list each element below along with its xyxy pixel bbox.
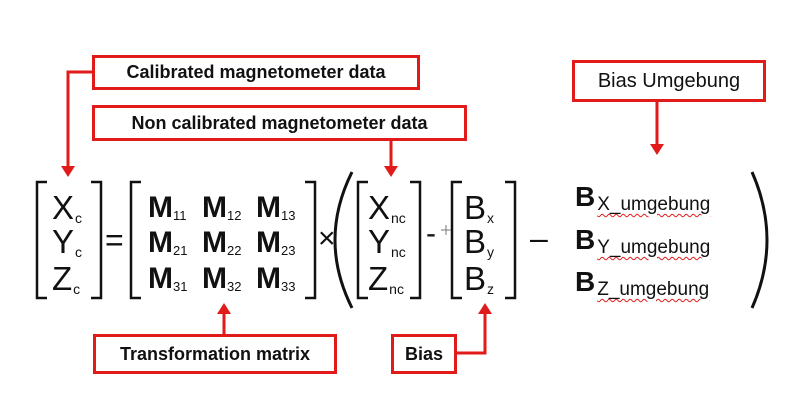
bias-x: Bx bbox=[464, 189, 495, 226]
non-calibrated-callout: Non calibrated magnetometer data bbox=[92, 105, 467, 141]
transformation-connector bbox=[217, 303, 231, 334]
matrix-m23: M23 bbox=[256, 226, 296, 259]
right-parenthesis bbox=[750, 171, 769, 309]
raw-right-bracket bbox=[410, 180, 422, 300]
calibrated-label: Calibrated magnetometer data bbox=[126, 62, 386, 82]
bias-z: Bz bbox=[464, 260, 495, 297]
non-calibrated-label: Non calibrated magnetometer data bbox=[131, 112, 428, 133]
equals-sign: = bbox=[105, 222, 124, 258]
bias-label: Bias bbox=[404, 343, 444, 364]
transformation-callout: Transformation matrix bbox=[93, 334, 337, 374]
lhs-y: Yc bbox=[52, 223, 83, 260]
bias-umgebung-connector bbox=[650, 102, 664, 155]
bias-left-bracket bbox=[450, 180, 462, 300]
calibrated-callout: Calibrated magnetometer data bbox=[92, 55, 420, 90]
minus-sign-env: – bbox=[530, 220, 548, 256]
bias-callout: Bias bbox=[391, 334, 457, 374]
bias-umgebung-callout: Bias Umgebung bbox=[572, 60, 766, 102]
matrix-m33: M33 bbox=[256, 262, 296, 295]
matrix-m31: M31 bbox=[148, 262, 188, 295]
matrix-right-bracket bbox=[305, 180, 317, 300]
bias-connector bbox=[457, 303, 492, 355]
matrix-m22: M22 bbox=[202, 226, 242, 259]
matrix-m12: M12 bbox=[202, 191, 242, 224]
matrix-m11: M11 bbox=[148, 191, 187, 224]
lhs-left-bracket bbox=[35, 180, 47, 300]
raw-z: Znc bbox=[368, 260, 404, 297]
minus-sign: - bbox=[426, 217, 436, 250]
raw-y: Ync bbox=[368, 223, 406, 260]
lhs-right-bracket bbox=[91, 180, 103, 300]
lhs-x: Xc bbox=[52, 189, 83, 226]
raw-x: Xnc bbox=[368, 189, 406, 226]
matrix-m21: M21 bbox=[148, 226, 188, 259]
calibrated-connector bbox=[61, 70, 93, 177]
left-parenthesis bbox=[333, 171, 354, 309]
bias-umgebung-label: Bias Umgebung bbox=[597, 69, 741, 92]
non-calibrated-connector bbox=[384, 140, 398, 177]
cursor-crosshair bbox=[441, 225, 451, 235]
bias-right-bracket bbox=[505, 180, 517, 300]
times-sign: × bbox=[318, 222, 336, 255]
bias-y: By bbox=[464, 223, 495, 260]
matrix-left-bracket bbox=[129, 180, 141, 300]
lhs-z: Zc bbox=[52, 260, 81, 297]
raw-left-bracket bbox=[356, 180, 368, 300]
matrix-m32: M32 bbox=[202, 262, 242, 295]
transformation-label: Transformation matrix bbox=[119, 343, 311, 364]
matrix-m13: M13 bbox=[256, 191, 296, 224]
